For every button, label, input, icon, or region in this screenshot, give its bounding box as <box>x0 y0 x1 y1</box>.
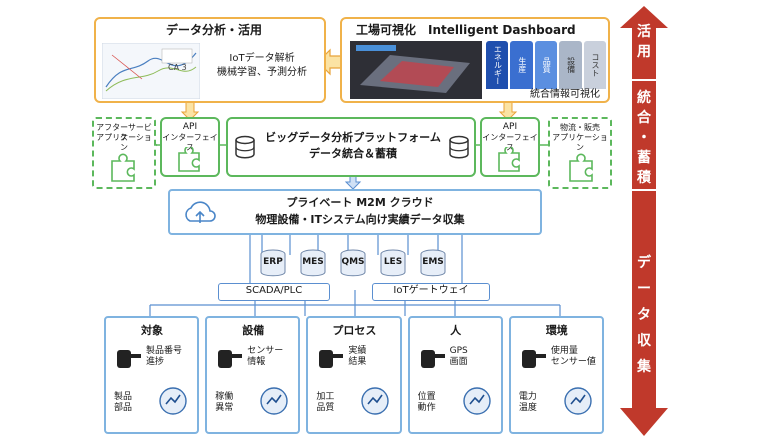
side-label-bottom: データ収集 <box>637 255 651 375</box>
wifi-icon <box>519 346 549 372</box>
side-label-middle: 統合・蓄積 <box>637 90 651 186</box>
database-les: LES <box>376 248 410 278</box>
worker-icon <box>460 384 494 418</box>
database-mes: MES <box>296 248 330 278</box>
source-primary-text: 使用量 センサー値 <box>550 346 596 367</box>
kpi-bar-1: 生産 <box>510 41 533 89</box>
logistics-app-box: 物流・販売 アプリケーション <box>548 117 612 189</box>
database-qms: QMS <box>336 248 370 278</box>
api-left-box: API インターフェイス <box>160 117 220 177</box>
source-card: 人 GPS 画面位置 動作 <box>407 316 503 434</box>
logistics-line1: 物流・販売 <box>560 123 600 132</box>
database-row: ERP MES QMS LES EMS <box>256 248 456 278</box>
source-primary-text: 実績 結果 <box>348 346 367 367</box>
source-secondary-text: 加工 品質 <box>316 392 335 413</box>
analysis-graph-image <box>102 43 200 99</box>
platform-line2: データ統合＆蓄積 <box>309 147 397 160</box>
cloud-line2: 物理設備・ITシステム向け実績データ収集 <box>255 213 465 226</box>
database-label: MES <box>302 257 324 267</box>
dashboard-caption: 統合情報可視化 <box>530 89 600 100</box>
database-icon <box>260 249 286 277</box>
source-title: 環境 <box>545 324 568 337</box>
puzzle-icon <box>498 147 520 172</box>
after-service-line2: アプリケーション <box>96 133 152 152</box>
database-icon <box>235 135 255 159</box>
logistics-line2: アプリケーション <box>552 133 608 152</box>
database-icon <box>420 249 446 277</box>
private-cloud-box: プライベート M2M クラウド 物理設備・ITシステム向け実績データ収集 <box>168 189 542 235</box>
scada-plc-label: SCADA/PLC <box>218 283 330 301</box>
source-primary-text: 製品番号 進捗 <box>146 346 183 367</box>
process-chart-icon <box>358 384 392 418</box>
source-title: 対象 <box>141 324 163 337</box>
bigdata-platform-box: ビッグデータ分析プラットフォーム データ統合＆蓄積 <box>226 117 476 177</box>
side-arrow <box>620 6 668 436</box>
source-title: 設備 <box>242 324 265 337</box>
after-service-app-box: アフターサービス アプリケーション <box>92 117 156 189</box>
cloud-upload-icon <box>185 201 216 223</box>
database-icon <box>380 249 406 277</box>
robot-arm-icon <box>257 384 291 418</box>
source-card: 対象製品番号 進捗製品 部品 <box>104 316 200 434</box>
database-erp: ERP <box>256 248 290 278</box>
security-camera-icon <box>418 346 448 372</box>
source-title: プロセス <box>332 324 377 337</box>
source-card: プロセス実績 結果加工 品質 <box>306 316 402 434</box>
database-label: QMS <box>341 257 365 267</box>
kpi-bar-3: 設備 <box>559 41 582 89</box>
dashboard-title: 工場可視化 Intelligent Dashboard <box>356 23 576 37</box>
kpi-bar-2: 品質 <box>534 41 558 89</box>
api-right-line2: インターフェイス <box>482 133 538 152</box>
database-label: ERP <box>263 257 283 267</box>
after-service-line1: アフターサービス <box>96 123 152 142</box>
data-analysis-title: データ分析・活用 <box>166 23 263 37</box>
puzzle-icon <box>178 147 200 172</box>
side-label-top: 活用 <box>637 24 651 60</box>
source-primary-text: センサー 情報 <box>247 346 284 367</box>
factory-dashboard-image <box>350 41 482 99</box>
source-secondary-text: 製品 部品 <box>114 392 133 413</box>
source-card: 環境使用量 センサー値電力 温度 <box>508 316 605 434</box>
source-secondary-text: 電力 温度 <box>518 392 537 413</box>
api-left-line1: API <box>182 122 198 132</box>
gauge-icon <box>561 384 595 418</box>
database-icon <box>449 135 469 159</box>
cloud-line1: プライベート M2M クラウド <box>286 196 434 209</box>
sensor-cable-icon <box>215 346 245 372</box>
source-secondary-text: 位置 動作 <box>417 392 436 413</box>
analysis-line2: 機械学習、予測分析 <box>217 67 307 78</box>
source-card: 設備センサー 情報稼働 異常 <box>205 316 301 434</box>
barcode-icon <box>156 384 190 418</box>
mini-label: CA 3 <box>168 63 187 72</box>
kpi-bar-0: エネルギー <box>486 41 509 89</box>
kpi-bar-4: コスト <box>583 41 607 89</box>
database-ems: EMS <box>416 248 450 278</box>
analysis-line1: IoTデータ解析 <box>229 53 295 64</box>
data-sources-row: 対象製品番号 進捗製品 部品設備センサー 情報稼働 異常プロセス実績 結果加工 … <box>104 316 605 436</box>
barcode-scanner-icon <box>316 346 346 372</box>
source-primary-text: GPS 画面 <box>449 346 468 367</box>
puzzle-icon <box>111 153 135 182</box>
database-icon <box>340 249 366 277</box>
barcode-scanner-icon <box>114 346 144 372</box>
source-title: 人 <box>450 324 462 337</box>
database-label: LES <box>383 257 403 267</box>
iot-gateway-label: IoTゲートウェイ <box>372 283 490 301</box>
api-left-line2: インターフェイス <box>162 133 218 152</box>
api-right-box: API インターフェイス <box>480 117 540 177</box>
kpi-bars: エネルギー生産品質設備コスト <box>486 41 607 89</box>
puzzle-icon <box>569 153 593 182</box>
database-label: EMS <box>422 257 444 267</box>
data-analysis-box: データ分析・活用 CA 3 IoTデータ解析 機械学習、予測分析 <box>94 17 326 103</box>
database-icon <box>300 249 326 277</box>
dashboard-box: 工場可視化 Intelligent Dashboard エネルギー生産品質設備コ… <box>340 17 610 103</box>
source-secondary-text: 稼働 異常 <box>215 392 234 413</box>
platform-line1: ビッグデータ分析プラットフォーム <box>265 131 441 144</box>
api-right-line1: API <box>502 122 518 132</box>
